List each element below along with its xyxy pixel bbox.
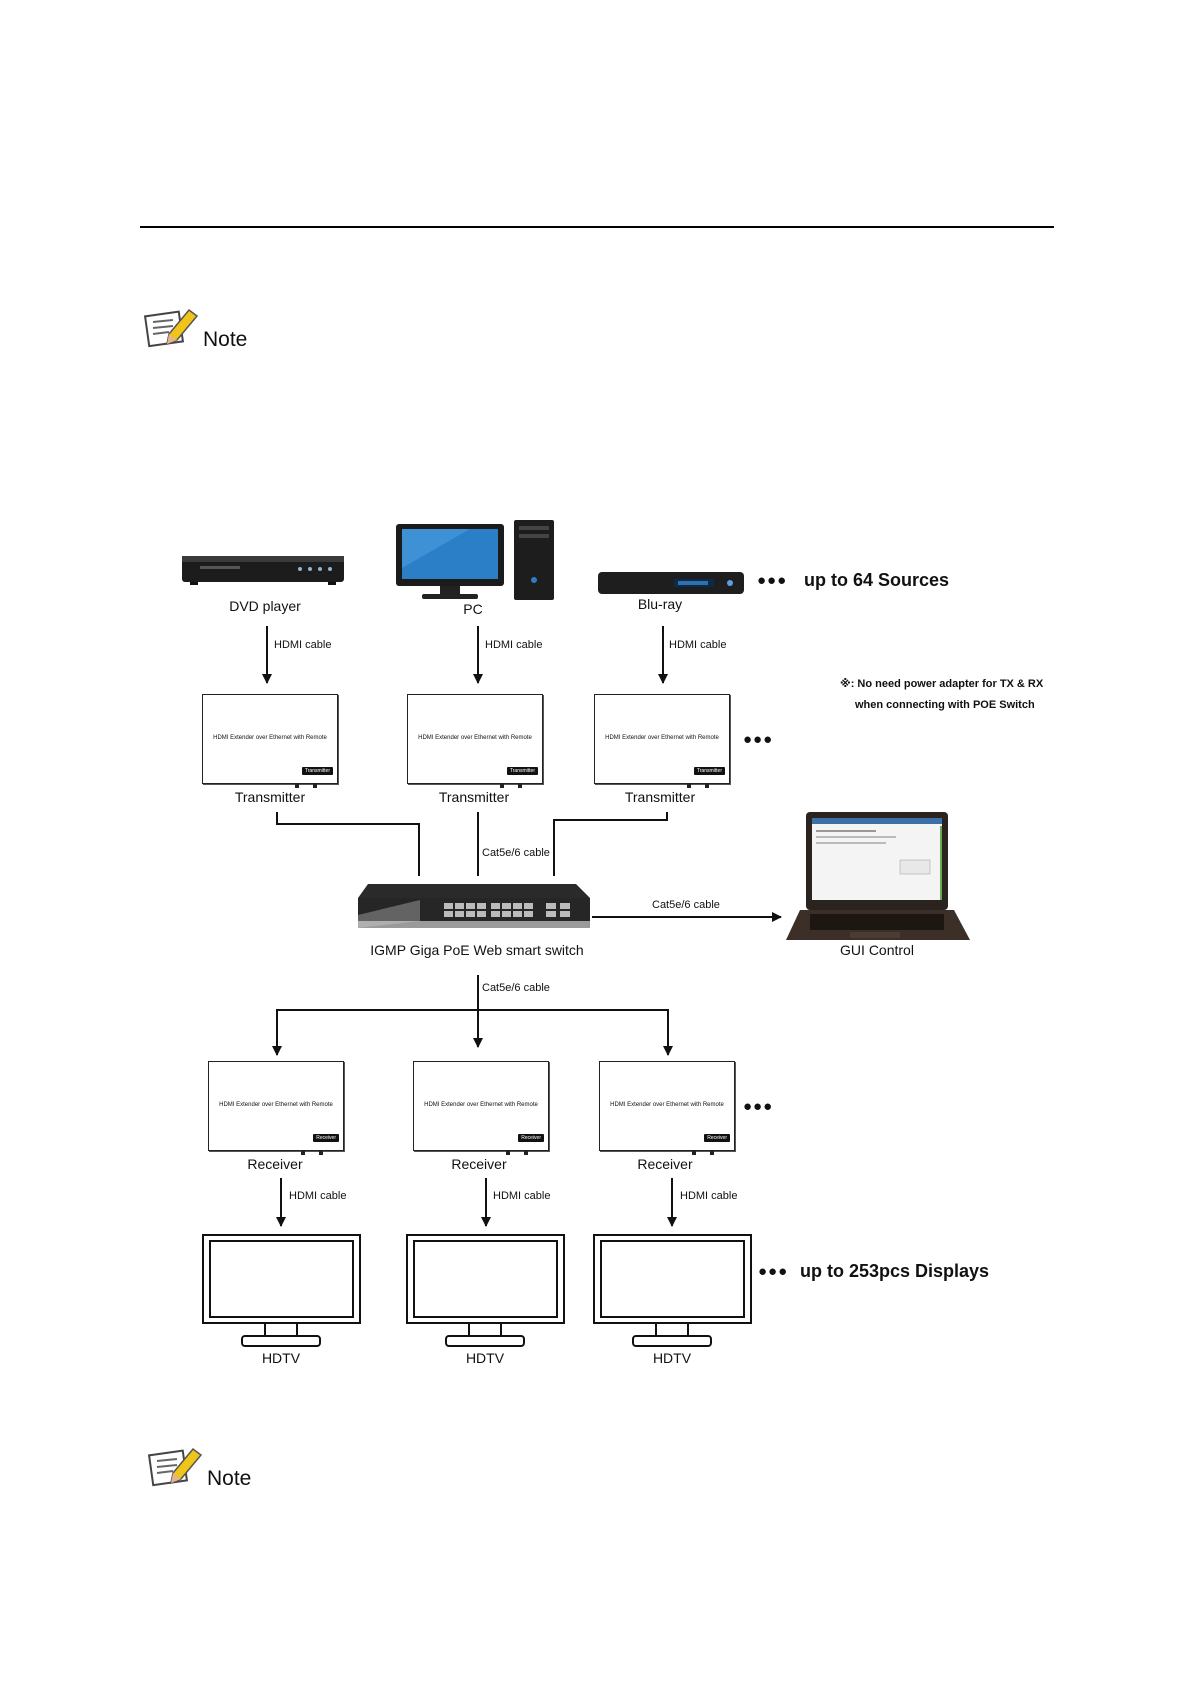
hdtv-icon [406, 1234, 565, 1347]
note-pencil-icon [147, 1447, 203, 1487]
more-dots: ●●● [757, 572, 788, 589]
cat-cable-line [276, 1009, 669, 1047]
port-pins [295, 784, 317, 788]
receiver-box: HDMI Extender over Ethernet with Remote … [208, 1061, 344, 1155]
receiver-tag: Receiver [518, 1134, 544, 1142]
cat-cable-label: Cat5e/6 cable [482, 847, 550, 859]
receiver-title: HDMI Extender over Ethernet with Remote [424, 1102, 538, 1108]
receiver-label: Receiver [637, 1156, 693, 1172]
hdmi-cable-label: HDMI cable [680, 1190, 738, 1202]
transmitter-tag: Transmitter [506, 767, 538, 775]
port-pins [301, 1151, 323, 1155]
transmitter-label: Transmitter [234, 789, 306, 805]
more-dots: ●●● [743, 1098, 774, 1115]
display-label: HDTV [261, 1350, 301, 1366]
transmitter-title: HDMI Extender over Ethernet with Remote [213, 735, 327, 741]
laptop-icon [786, 812, 970, 940]
poe-note-line-2: when connecting with POE Switch [855, 699, 1035, 711]
note-top: Note [143, 304, 247, 352]
sources-summary: up to 64 Sources [804, 570, 950, 590]
display-label: HDTV [465, 1350, 505, 1366]
transmitter-box: HDMI Extender over Ethernet with Remote … [202, 694, 338, 788]
transmitter-label: Transmitter [438, 789, 510, 805]
blu-ray-player-icon [598, 572, 744, 594]
hdmi-cable-label: HDMI cable [669, 639, 727, 651]
switch-label: IGMP Giga PoE Web smart switch [370, 942, 584, 958]
port-pins [692, 1151, 714, 1155]
receiver-label: Receiver [451, 1156, 507, 1172]
cat-cable-label: Cat5e/6 cable [482, 982, 550, 994]
cat-cable-line [276, 812, 420, 876]
source-label-bluray: Blu-ray [637, 596, 683, 612]
note-label: Note [207, 1467, 252, 1490]
receiver-title: HDMI Extender over Ethernet with Remote [610, 1102, 724, 1108]
port-pins [500, 784, 522, 788]
more-dots: ●●● [758, 1263, 789, 1280]
transmitter-label: Transmitter [624, 789, 696, 805]
display-label: HDTV [652, 1350, 692, 1366]
hdtv-icon [202, 1234, 361, 1347]
receiver-tag: Receiver [704, 1134, 730, 1142]
receiver-label: Receiver [247, 1156, 303, 1172]
transmitter-tag: Transmitter [301, 767, 333, 775]
source-label-dvd: DVD player [229, 598, 301, 614]
poe-switch-icon [358, 884, 590, 928]
hdmi-cable-label: HDMI cable [289, 1190, 347, 1202]
transmitter-box: HDMI Extender over Ethernet with Remote … [594, 694, 730, 788]
port-pins [687, 784, 709, 788]
transmitter-tag: Transmitter [693, 767, 725, 775]
receiver-box: HDMI Extender over Ethernet with Remote … [413, 1061, 549, 1155]
dvd-player-icon [182, 556, 344, 585]
more-dots: ●●● [743, 731, 774, 748]
note-bottom: Note [147, 1443, 251, 1491]
receiver-tag: Receiver [313, 1134, 339, 1142]
hdmi-cable-label: HDMI cable [485, 639, 543, 651]
transmitter-box: HDMI Extender over Ethernet with Remote … [407, 694, 543, 788]
page-rule [140, 226, 1054, 228]
transmitter-title: HDMI Extender over Ethernet with Remote [605, 735, 719, 741]
receiver-box: HDMI Extender over Ethernet with Remote … [599, 1061, 735, 1155]
receiver-title: HDMI Extender over Ethernet with Remote [219, 1102, 333, 1108]
note-label: Note [203, 328, 248, 351]
hdmi-cable-label: HDMI cable [493, 1190, 551, 1202]
hdmi-cable-label: HDMI cable [274, 639, 332, 651]
hdtv-icon [593, 1234, 752, 1347]
source-label-pc: PC [463, 601, 483, 617]
cat-cable-line [553, 812, 668, 876]
poe-note-line-1: ※: No need power adapter for TX & RX [840, 678, 1044, 690]
gui-control-label: GUI Control [840, 942, 914, 958]
pc-icon [396, 520, 554, 600]
cat-cable-label: Cat5e/6 cable [652, 899, 720, 911]
port-pins [506, 1151, 528, 1155]
displays-summary: up to 253pcs Displays [800, 1261, 990, 1281]
note-pencil-icon [143, 308, 199, 348]
transmitter-title: HDMI Extender over Ethernet with Remote [418, 735, 532, 741]
